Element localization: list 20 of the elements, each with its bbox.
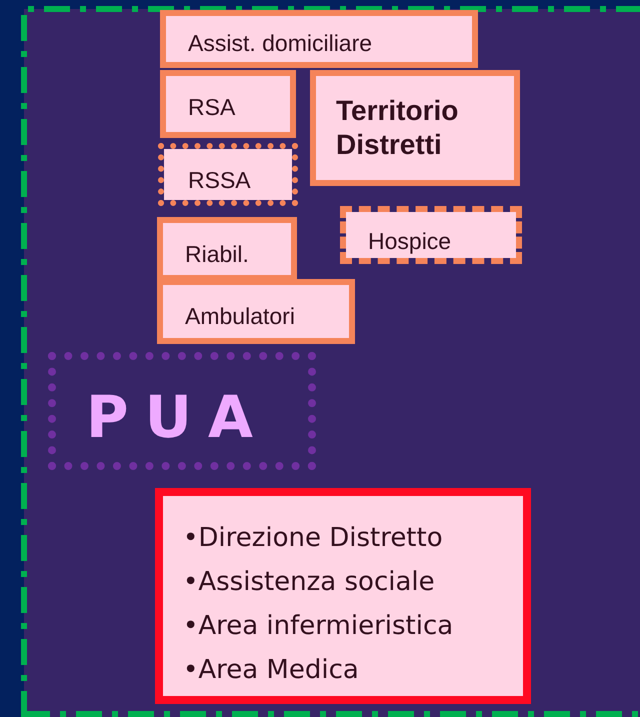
district-box	[310, 70, 520, 186]
service-box	[340, 206, 522, 264]
service-box	[157, 279, 355, 344]
service-box	[160, 70, 296, 138]
box-label: Riabil.	[185, 241, 249, 268]
list-item: •Area infermieristica	[183, 610, 454, 643]
box-label: Ambulatori	[185, 303, 295, 330]
list-item: •Direzione Distretto	[183, 522, 444, 555]
box-label: Hospice	[368, 228, 452, 255]
service-box	[160, 10, 478, 68]
service-box	[157, 217, 297, 281]
team-box	[155, 488, 531, 704]
list-item: •Area Medica	[183, 654, 360, 687]
acronym-label: P U A	[86, 388, 251, 446]
box-label: RSSA	[188, 167, 251, 194]
list-item: •Assistenza sociale	[183, 566, 436, 599]
box-title: Territorio Distretti	[336, 94, 460, 162]
box-label: RSA	[188, 94, 236, 121]
box-label: Assist. domiciliare	[188, 30, 372, 57]
pua-box	[48, 352, 316, 470]
